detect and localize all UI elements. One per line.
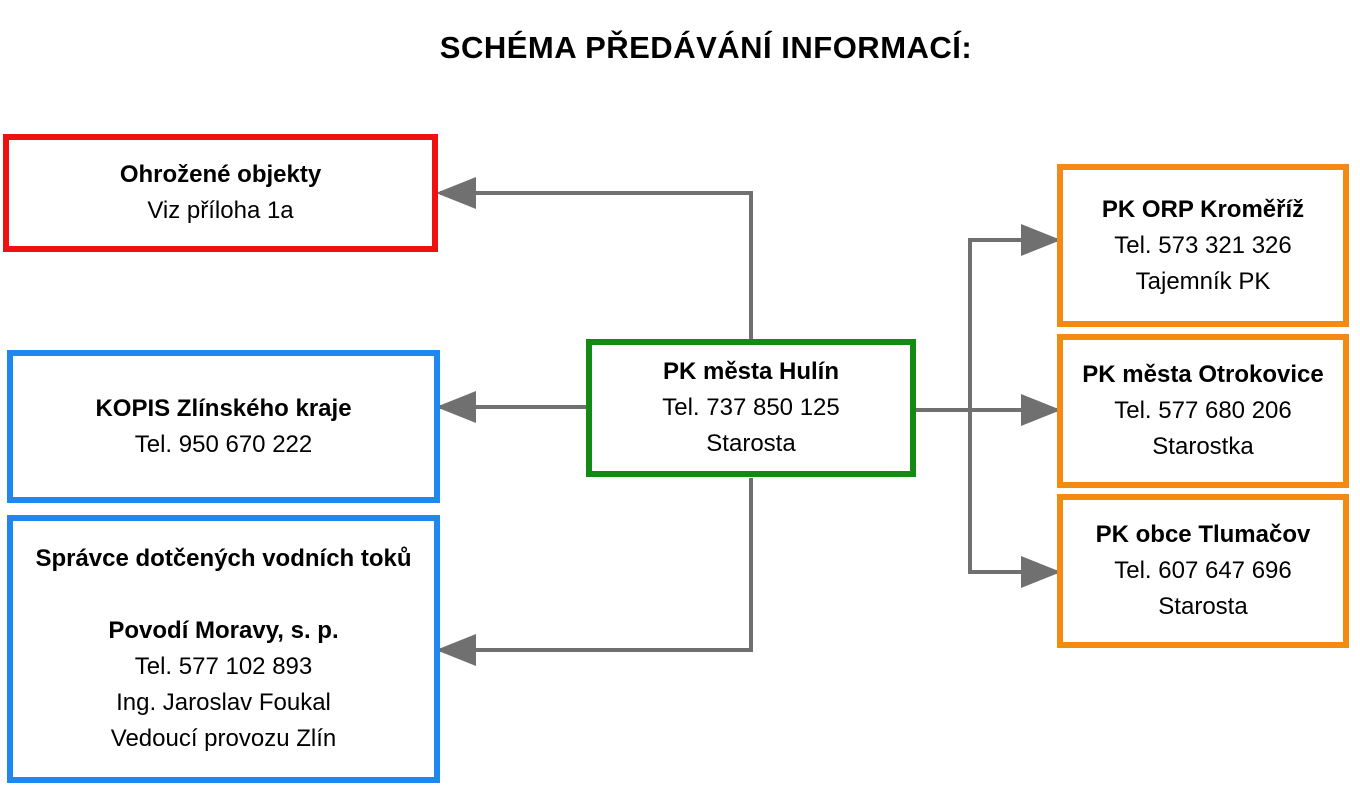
kopis-name: KOPIS Zlínského kraje [95, 394, 352, 422]
otrokovice-tel: Tel. 577 680 206 [1114, 397, 1292, 424]
center-name: PK města Hulín [662, 358, 840, 385]
arrow-to-orp-kromeriz [968, 224, 1061, 410]
tlumacov-name: PK obce Tlumačov [1095, 521, 1311, 548]
orp-kromeriz-tel: Tel. 573 321 326 [1114, 231, 1292, 259]
arrow-to-water-manager [436, 478, 753, 666]
orp-kromeriz-name: PK ORP Kroměříž [1101, 195, 1305, 223]
water-manager-person: Ing. Jaroslav Foukal [116, 689, 331, 716]
water-manager-role: Vedoucí provozu Zlín [110, 725, 337, 752]
tlumacov-box: PK obce Tlumačov Tel. 607 647 696 Staros… [1057, 494, 1349, 648]
water-manager-tel: Tel. 577 102 893 [134, 653, 313, 680]
kopis-tel: Tel. 950 670 222 [134, 430, 313, 458]
otrokovice-role: Starostka [1152, 433, 1254, 460]
orp-kromeriz-box: PK ORP Kroměříž Tel. 573 321 326 Tajemní… [1057, 164, 1349, 327]
threatened-objects-name: Ohrožené objekty [119, 161, 322, 188]
otrokovice-box: PK města Otrokovice Tel. 577 680 206 Sta… [1057, 334, 1349, 488]
threatened-objects-note: Viz příloha 1a [147, 197, 294, 224]
water-manager-heading: Správce dotčených vodních toků [35, 545, 412, 572]
water-manager-box: Správce dotčených vodních toků Povodí Mo… [7, 515, 440, 783]
orp-kromeriz-role: Tajemník PK [1135, 267, 1271, 295]
center-tel: Tel. 737 850 125 [662, 394, 840, 421]
arrow-to-tlumacov [968, 410, 1061, 588]
arrow-to-threatened-objects [436, 177, 753, 340]
center-role: Starosta [706, 430, 796, 457]
tlumacov-role: Starosta [1158, 593, 1248, 620]
diagram-title: SCHÉMA PŘEDÁVÁNÍ INFORMACÍ: [439, 30, 973, 65]
center-box-pk-hulin: PK města Hulín Tel. 737 850 125 Starosta [586, 339, 916, 477]
otrokovice-name: PK města Otrokovice [1082, 361, 1324, 388]
tlumacov-tel: Tel. 607 647 696 [1114, 557, 1292, 584]
water-manager-org: Povodí Moravy, s. p. [108, 617, 339, 644]
kopis-box: KOPIS Zlínského kraje Tel. 950 670 222 [7, 350, 440, 503]
threatened-objects-box: Ohrožené objekty Viz příloha 1a [3, 134, 438, 252]
